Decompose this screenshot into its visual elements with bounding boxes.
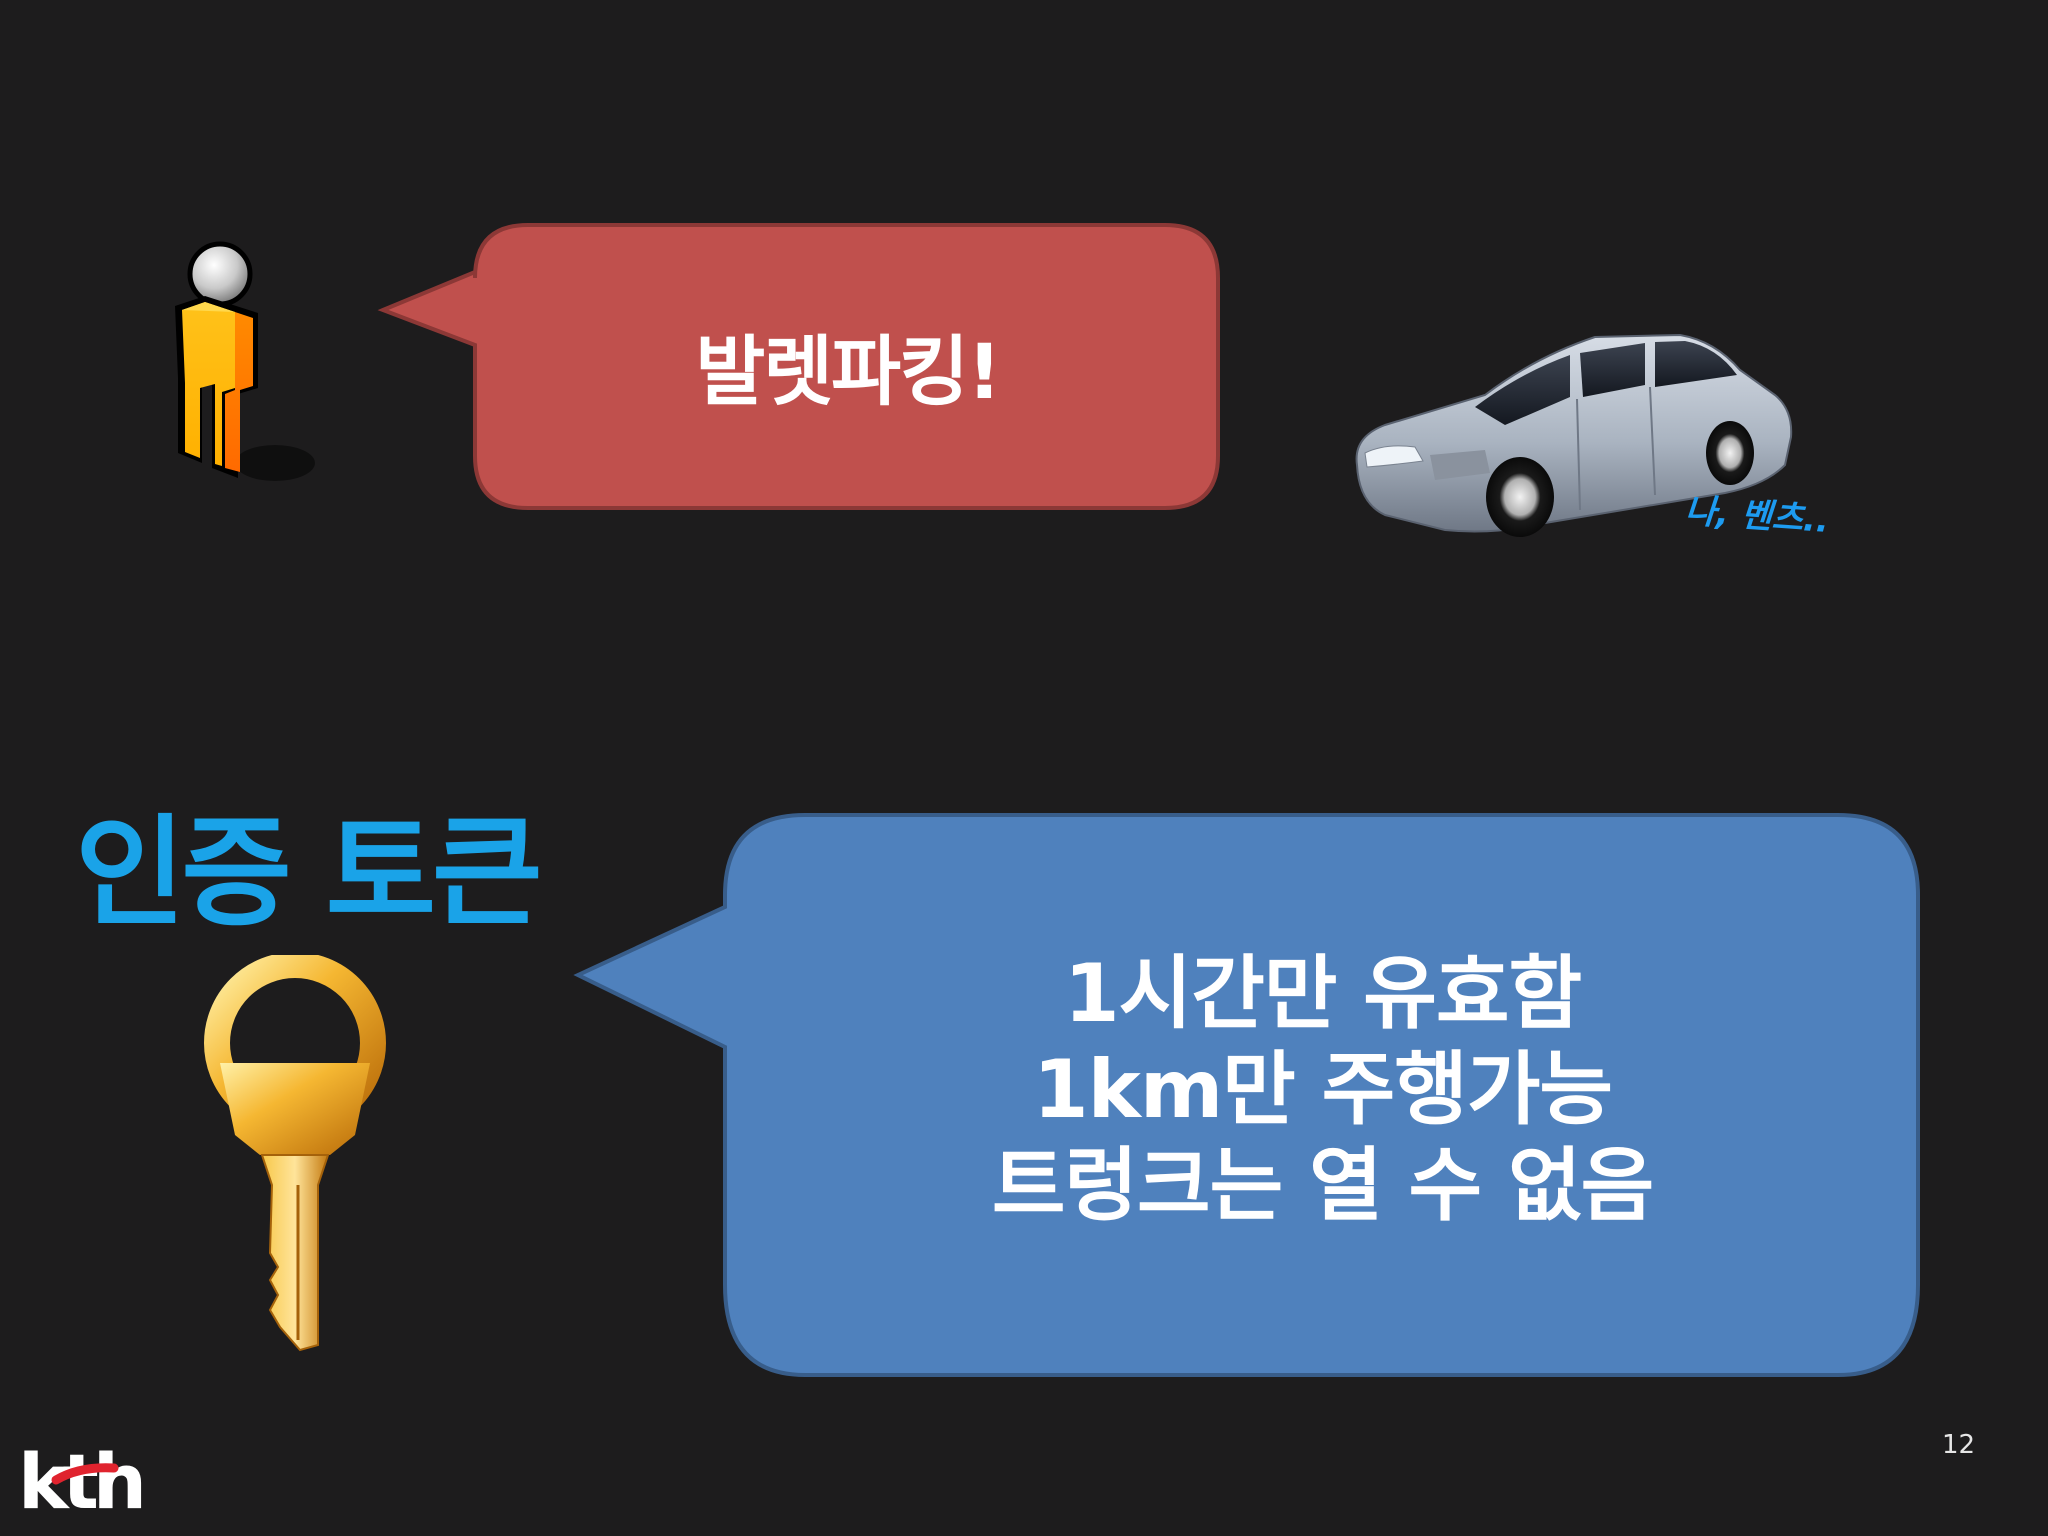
valet-parking-text: 발렛파킹! bbox=[695, 327, 1001, 416]
person-icon bbox=[175, 241, 315, 481]
key-icon bbox=[204, 955, 386, 1352]
token-info-line: 1시간만 유효함 bbox=[1063, 947, 1582, 1040]
valet-bubble-shape bbox=[377, 223, 1220, 510]
logo-text: kth bbox=[18, 1440, 142, 1520]
token-bubble-shape bbox=[573, 813, 1920, 1377]
token-info-line: 1km만 주행가능 bbox=[1032, 1043, 1613, 1136]
page-number: 12 bbox=[1942, 1430, 1976, 1460]
token-info-line: 트렁크는 열 수 없음 bbox=[991, 1139, 1654, 1232]
kth-logo: kth bbox=[18, 1440, 148, 1520]
car-icon bbox=[1355, 333, 1793, 537]
token-title: 인증 토큰 bbox=[75, 804, 542, 943]
token-info-text: 1시간만 유효함 1km만 주행가능 트렁크는 열 수 없음 bbox=[725, 815, 1920, 1365]
